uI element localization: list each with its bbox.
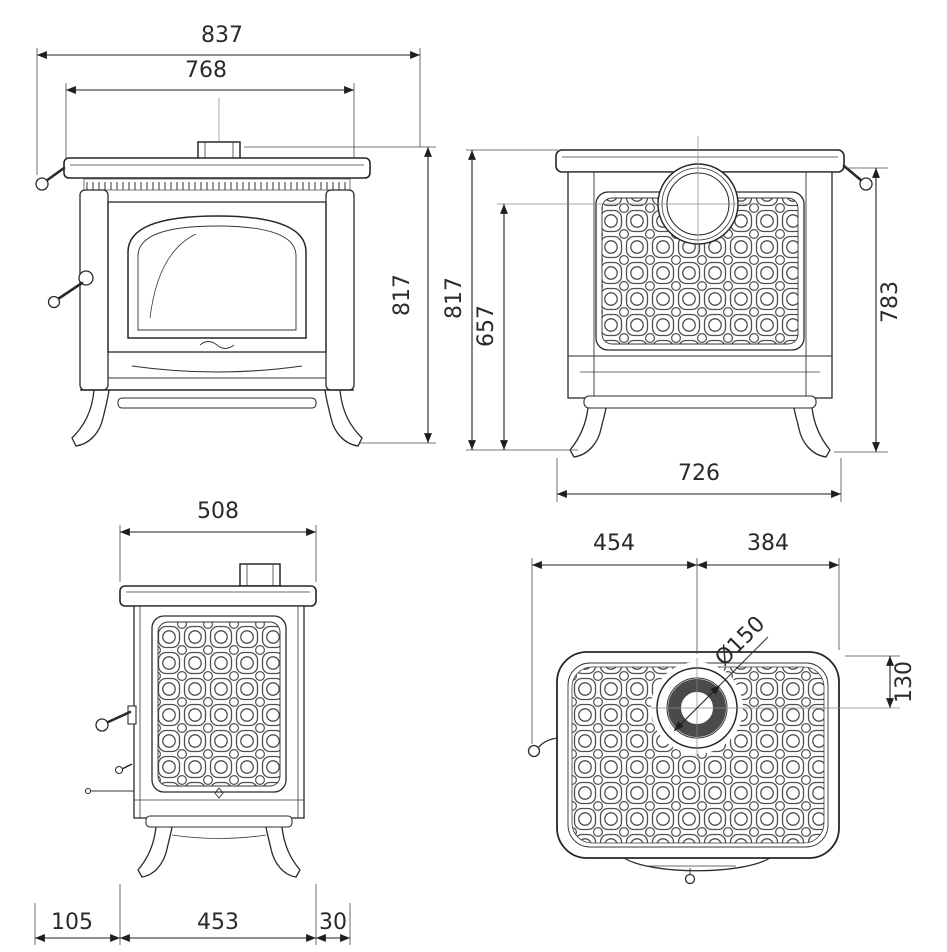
front-ash-lip bbox=[131, 365, 303, 373]
front-vent-grille bbox=[83, 178, 351, 191]
dim-side-base-depth: 453 bbox=[197, 910, 239, 935]
front-damper-knob bbox=[35, 177, 49, 191]
dim-front-top-plate-width: 768 bbox=[185, 58, 227, 83]
top-side-handle bbox=[537, 737, 559, 749]
side-door-handle bbox=[104, 710, 132, 725]
front-window-glass bbox=[137, 225, 297, 331]
rear-handle-knob bbox=[859, 177, 873, 191]
front-window-arch bbox=[127, 215, 307, 339]
dim-rear-overall-height: 817 bbox=[442, 277, 467, 319]
flue-diameter-leader bbox=[719, 636, 769, 686]
rear-stove bbox=[497, 136, 873, 458]
side-latch-knob bbox=[114, 765, 124, 775]
front-under-shelf bbox=[117, 397, 317, 409]
rear-left-leg bbox=[569, 407, 607, 458]
front-view: 837 768 817 bbox=[35, 23, 436, 447]
rear-dimensions: 817 657 783 726 bbox=[442, 149, 903, 502]
top-view: 454 384 Ø150 130 bbox=[527, 531, 917, 885]
top-side-handle-knob bbox=[527, 744, 541, 758]
dim-rear-flue-centre-height: 657 bbox=[474, 305, 499, 347]
front-stove bbox=[35, 98, 371, 447]
dim-front-overall-height: 817 bbox=[390, 274, 415, 316]
top-stove bbox=[527, 636, 900, 885]
front-damper-lever bbox=[44, 166, 66, 183]
rear-side-handle bbox=[842, 164, 864, 183]
side-stove bbox=[84, 563, 317, 878]
side-view: 508 105 453 30 bbox=[34, 499, 351, 945]
side-emblem bbox=[214, 787, 224, 799]
dim-rear-base-width: 726 bbox=[678, 461, 720, 486]
side-top-plate bbox=[119, 585, 317, 607]
front-left-leg bbox=[71, 389, 110, 447]
side-flue-stub bbox=[239, 563, 281, 587]
front-right-leg bbox=[324, 389, 363, 447]
front-brand-mark bbox=[199, 341, 235, 349]
front-door bbox=[107, 201, 327, 353]
side-handle-bracket bbox=[127, 705, 137, 725]
front-left-pilaster bbox=[79, 189, 109, 391]
side-handle-knob bbox=[95, 718, 109, 732]
front-top-plate bbox=[63, 157, 371, 179]
dim-top-flue-to-right: 384 bbox=[747, 531, 789, 556]
dim-side-front-offset: 105 bbox=[51, 910, 93, 935]
rear-heat-shield bbox=[583, 395, 817, 409]
side-rear-leg bbox=[265, 826, 301, 878]
front-door-handle bbox=[56, 281, 84, 301]
front-handle-pivot bbox=[78, 270, 94, 286]
dim-top-flue-from-left: 454 bbox=[593, 531, 635, 556]
front-dimensions: 837 768 817 bbox=[36, 23, 436, 444]
front-handle-knob bbox=[47, 295, 61, 309]
side-front-leg bbox=[137, 826, 173, 878]
side-dimensions: 508 105 453 30 bbox=[34, 499, 351, 945]
top-front-knob bbox=[684, 873, 696, 885]
dim-side-rear-offset: 30 bbox=[319, 910, 347, 935]
front-flue-stub bbox=[197, 141, 241, 160]
top-front-lip bbox=[623, 857, 771, 872]
side-panel-pattern bbox=[157, 621, 281, 787]
front-right-pilaster bbox=[325, 189, 355, 391]
rear-view: 817 657 783 726 bbox=[442, 136, 903, 502]
dim-line-flue-diameter bbox=[673, 684, 721, 732]
rear-right-leg bbox=[793, 407, 831, 458]
dim-rear-body-height: 783 bbox=[878, 281, 903, 323]
dim-side-overall-depth: 508 bbox=[197, 499, 239, 524]
dim-front-overall-width: 837 bbox=[201, 23, 243, 48]
dim-top-flue-from-rear: 130 bbox=[892, 661, 917, 703]
side-heat-shield bbox=[145, 815, 293, 828]
